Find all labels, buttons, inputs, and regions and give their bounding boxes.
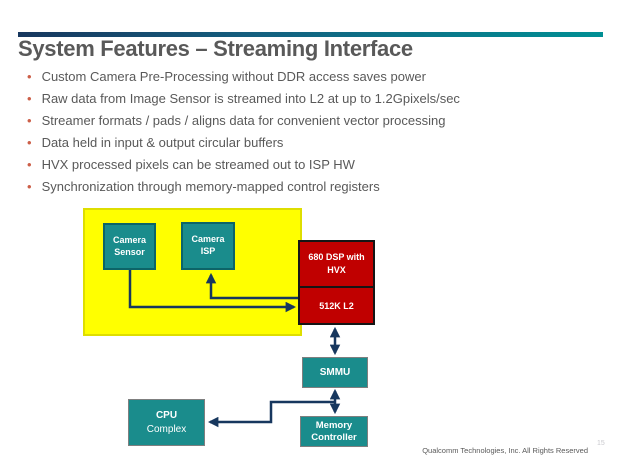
bullet-dot: • — [27, 135, 32, 150]
bullet-dot: • — [27, 69, 32, 84]
list-item: • HVX processed pixels can be streamed ou… — [27, 157, 460, 179]
bullet-text: Custom Camera Pre-Processing without DDR… — [41, 69, 426, 84]
feature-bullet-list: • Custom Camera Pre-Processing without DD… — [27, 69, 460, 201]
bullet-dot: • — [27, 113, 32, 128]
bullet-dot: • — [27, 179, 32, 194]
list-item: • Raw data from Image Sensor is streamed … — [27, 91, 460, 113]
dsp-label: 680 DSP with HVX — [308, 252, 365, 275]
cpu-label-line2: Complex — [146, 423, 187, 435]
cpu-complex-box: CPU Complex — [128, 399, 205, 446]
page-number: 15 — [597, 440, 605, 447]
camera-sensor-box: Camera Sensor — [103, 223, 156, 270]
bullet-text: Synchronization through memory-mapped co… — [41, 179, 380, 194]
title-accent-bar — [18, 32, 603, 37]
list-item: • Streamer formats / pads / aligns data f… — [27, 113, 460, 135]
smmu-box: SMMU — [302, 357, 368, 388]
dsp-box: 680 DSP with HVX 512K L2 — [298, 240, 375, 325]
camera-isp-box: Camera ISP — [181, 222, 235, 270]
bullet-dot: • — [27, 91, 32, 106]
bullet-text: Streamer formats / pads / aligns data fo… — [41, 113, 446, 128]
cpu-label-line1: CPU — [155, 410, 178, 421]
bullet-dot: • — [27, 157, 32, 172]
page-title: System Features – Streaming Interface — [18, 36, 413, 61]
list-item: • Data held in input & output circular bu… — [27, 135, 460, 157]
l2-box: 512K L2 — [300, 286, 373, 323]
bullet-text: Data held in input & output circular buf… — [41, 135, 284, 150]
bullet-text: Raw data from Image Sensor is streamed i… — [41, 91, 460, 106]
list-item: • Synchronization through memory-mapped c… — [27, 179, 460, 201]
bullet-text: HVX processed pixels can be streamed out… — [41, 157, 355, 172]
copyright-footer: Qualcomm Technologies, Inc. All Rights R… — [422, 446, 588, 455]
memory-controller-box: Memory Controller — [300, 416, 368, 447]
list-item: • Custom Camera Pre-Processing without DD… — [27, 69, 460, 91]
